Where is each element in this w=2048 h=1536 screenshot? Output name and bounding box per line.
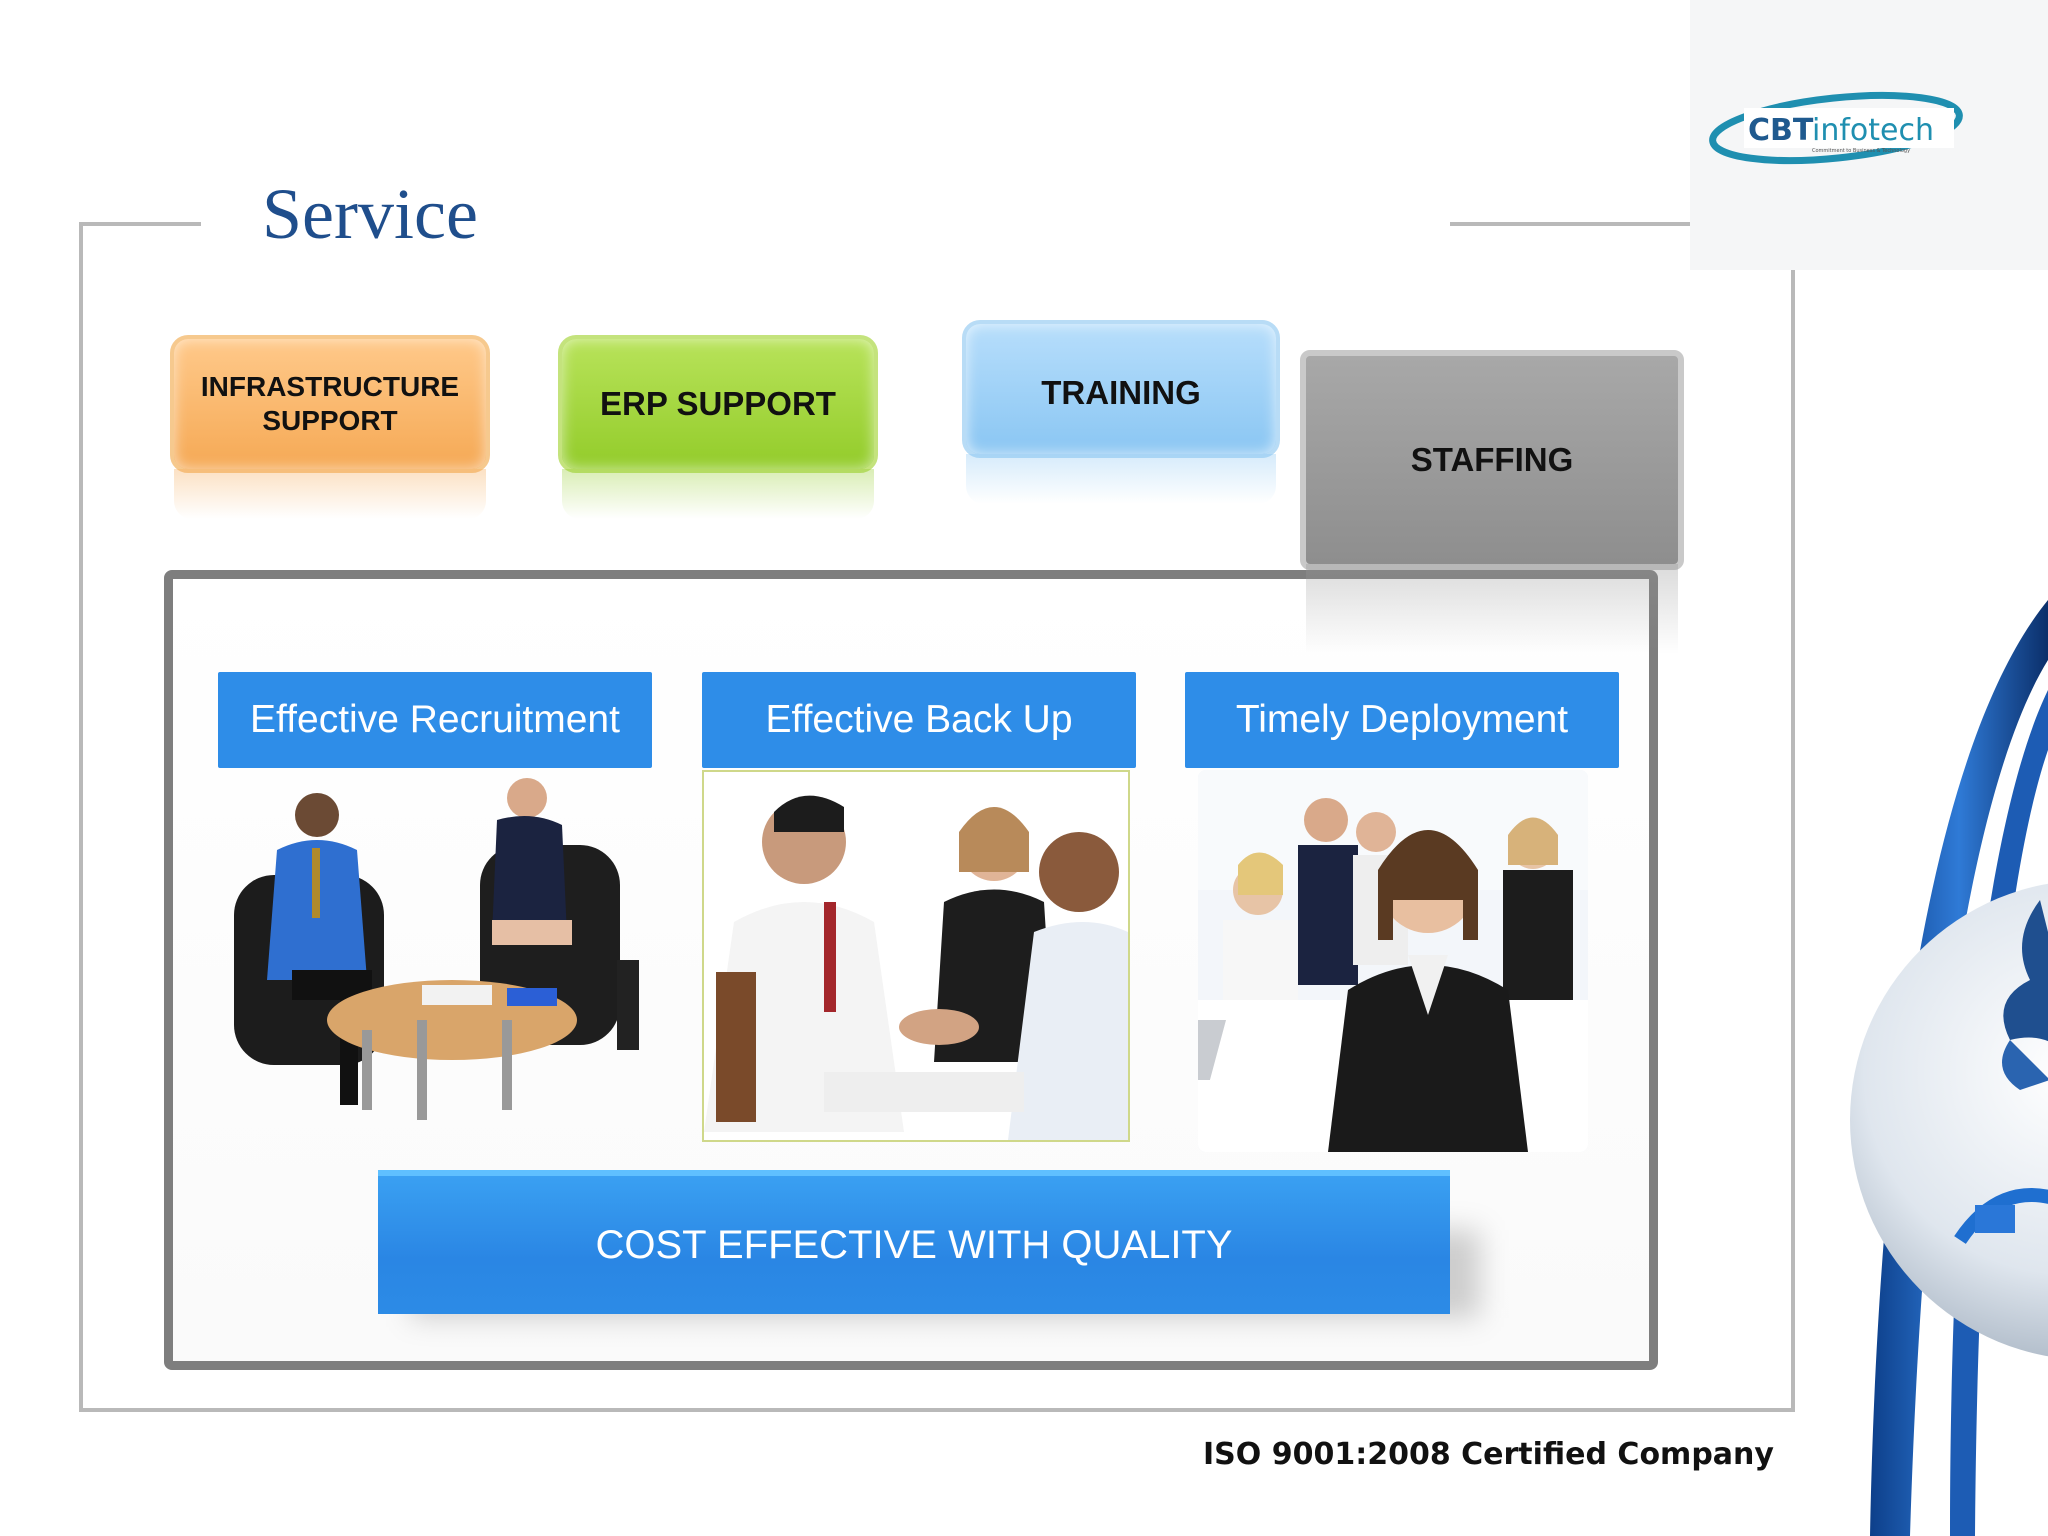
frame-right-line [1791, 222, 1795, 1412]
tab-training[interactable]: TRAINING [962, 320, 1280, 504]
tab-reflection [174, 469, 486, 519]
tab-erp-support[interactable]: ERP SUPPORT [558, 335, 878, 519]
slide-title: Service [262, 174, 478, 254]
tab-infrastructure-line2: SUPPORT [262, 405, 398, 436]
frame-top-left-line [79, 222, 201, 226]
logo-brand-suffix: infotech [1812, 113, 1934, 148]
frame-left-line [79, 222, 83, 1412]
interview-meeting-image [222, 770, 660, 1160]
label-timely-deployment: Timely Deployment [1185, 672, 1619, 768]
label-effective-back-up: Effective Back Up [702, 672, 1136, 768]
tab-infrastructure-support[interactable]: INFRASTRUCTURE SUPPORT [170, 335, 490, 519]
handshake-meeting-image [702, 770, 1130, 1142]
logo-tagline: Commitment to Business & Technology [1812, 148, 1910, 154]
tab-infrastructure-line1: INFRASTRUCTURE [200, 371, 460, 403]
cost-effective-banner: COST EFFECTIVE WITH QUALITY [378, 1170, 1450, 1314]
tab-reflection [1306, 564, 1678, 654]
tab-reflection [562, 469, 874, 519]
frame-top-right-line [1450, 222, 1795, 226]
frame-bottom-line [79, 1408, 1795, 1412]
office-team-image [1198, 770, 1588, 1152]
iso-certification-text: ISO 9001:2008 Certified Company [1203, 1437, 1774, 1472]
label-effective-recruitment: Effective Recruitment [218, 672, 652, 768]
tab-reflection [966, 454, 1276, 504]
tab-staffing-label: STAFFING [1410, 441, 1574, 478]
globe-swoosh-decoration [1850, 600, 2048, 1536]
tab-training-label: TRAINING [1041, 374, 1201, 411]
company-logo: CBT infotech Commitment to Business & Te… [1709, 91, 1963, 165]
tab-erp-label: ERP SUPPORT [600, 385, 836, 422]
tab-staffing[interactable]: STAFFING [1300, 350, 1684, 654]
logo-brand-prefix: CBT [1748, 113, 1814, 148]
